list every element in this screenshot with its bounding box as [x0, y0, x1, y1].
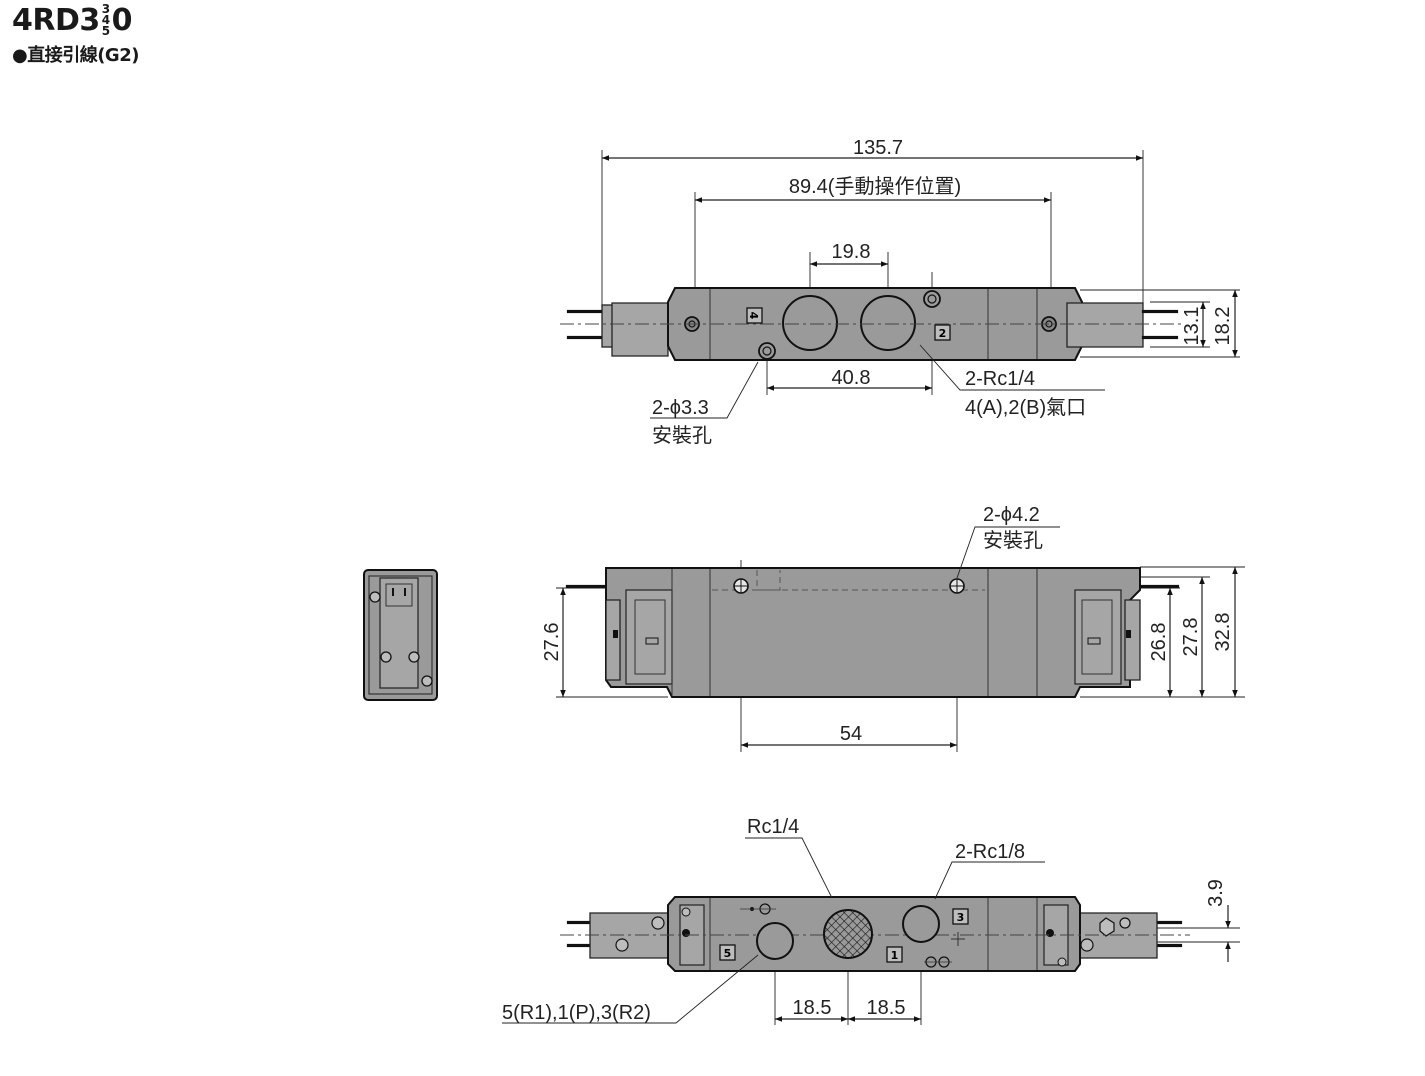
dim-h1: 26.8 — [1148, 623, 1170, 662]
front-hole-callout-1: 2-ϕ4.2 — [983, 504, 1040, 526]
model-prefix: 4RD3 — [12, 2, 100, 38]
dim-height-outer: 18.2 — [1212, 307, 1234, 346]
dim-height-inner: 13.1 — [1181, 307, 1203, 346]
port-5 — [756, 922, 794, 960]
model-frac-mid: 4 — [101, 13, 110, 27]
end-view — [363, 569, 438, 701]
model-fraction: 3 4 5 — [101, 2, 110, 38]
dim-overall: 135.7 — [853, 137, 903, 159]
dim-bottom-left: 18.5 — [793, 997, 832, 1019]
model-frac-top: 3 — [101, 2, 110, 16]
dim-hole-pitch: 40.8 — [832, 367, 871, 389]
port-3-label: 3 — [957, 911, 965, 924]
front-view: 2-ϕ4.2 安裝孔 27.6 26.8 27.8 32.8 54 — [541, 504, 1245, 752]
callout-right: 2-Rc1/8 — [955, 841, 1025, 863]
port-callout-2: 4(A),2(B)氣口 — [965, 396, 1086, 419]
hole-callout-2: 安裝孔 — [652, 424, 712, 447]
callout-bottom: 5(R1),1(P),3(R2) — [502, 1002, 651, 1024]
dim-bottom-right: 18.5 — [867, 997, 906, 1019]
callout-center: Rc1/4 — [747, 816, 799, 838]
port-callout-1: 2-Rc1/4 — [965, 368, 1035, 390]
model-frac-bot: 5 — [101, 24, 110, 38]
header: 4RD3 3 4 5 0 ●直接引線(G2) — [12, 2, 139, 67]
top-view: 4 2 135.7 89.4(手動操作位置) 19.8 40.8 13.1 18… — [560, 137, 1240, 447]
port-4 — [782, 295, 838, 351]
port-1-filter — [823, 909, 873, 959]
dim-port-pitch: 19.8 — [832, 241, 871, 263]
model-suffix: 0 — [111, 2, 133, 38]
dim-h2: 27.8 — [1180, 618, 1202, 657]
port-4-label: 4 — [747, 312, 760, 320]
subtitle: ●直接引線(G2) — [12, 45, 139, 66]
bottom-view: 5 1 3 Rc1/4 2-Rc1/8 5(R1),1(P),3(R2) 18.… — [502, 816, 1240, 1025]
hole-callout-1: 2-ϕ3.3 — [652, 397, 709, 419]
port-2 — [860, 295, 916, 351]
dim-offset: 3.9 — [1205, 879, 1227, 907]
valve-body-front — [605, 567, 1141, 698]
port-3 — [902, 905, 940, 943]
port-2-label: 2 — [939, 327, 947, 340]
front-hole-callout-2: 安裝孔 — [983, 529, 1043, 552]
port-5-label: 5 — [724, 947, 732, 960]
dim-front-pitch: 54 — [840, 723, 862, 745]
dim-left-height: 27.6 — [541, 623, 563, 662]
dim-manual: 89.4(手動操作位置) — [789, 175, 961, 198]
model-number: 4RD3 3 4 5 0 — [12, 2, 139, 38]
port-1-label: 1 — [891, 949, 899, 962]
dim-h3: 32.8 — [1212, 613, 1234, 652]
